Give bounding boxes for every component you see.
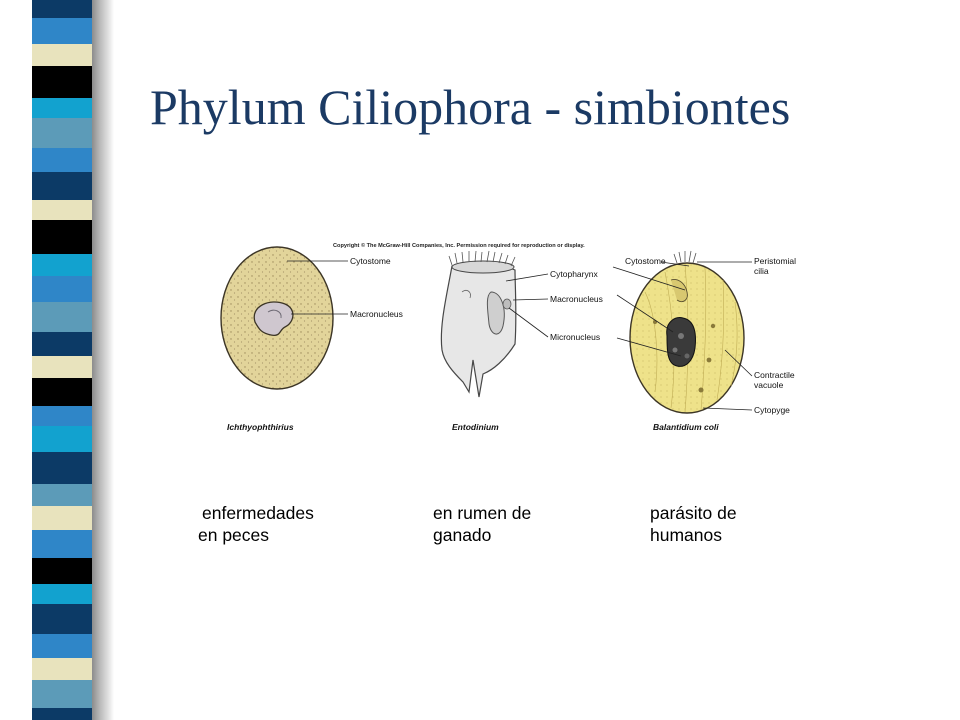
caption-line: humanos [650, 525, 722, 545]
entodinium-label-cytopharynx: Cytopharynx [550, 269, 598, 279]
caption-line: parásito de [650, 503, 737, 523]
stripe-block [32, 426, 92, 452]
balantidium-label-cytopyge: Cytopyge [754, 405, 790, 415]
stripe-block [32, 708, 92, 720]
stripe-block [32, 276, 92, 302]
stripe-block [32, 332, 92, 356]
caption-line: enfermedades [202, 503, 314, 523]
stripe-block [32, 118, 92, 148]
stripe-block [32, 0, 92, 18]
stripe-block [32, 302, 92, 332]
balantidium-label-contractile: Contractile [754, 370, 795, 380]
stripe-block [32, 254, 92, 276]
stripe-block [32, 658, 92, 680]
balantidium-label-peristomial: Peristomial [754, 256, 796, 266]
stripe-block [32, 18, 92, 44]
stripe-block [32, 378, 92, 406]
entodinium-label-macronucleus: Macronucleus [550, 294, 603, 304]
stripe-block [32, 44, 92, 66]
stripe-shadow [92, 0, 114, 720]
slide-title: Phylum Ciliophora - simbiontes [150, 79, 791, 135]
ichthyophthirius-label-macronucleus: Macronucleus [350, 309, 403, 319]
stripe-block [32, 584, 92, 604]
stripe-block [32, 220, 92, 254]
balantidium-label-cytostome: Cytostome [625, 256, 666, 266]
balantidium-drawing [629, 250, 745, 414]
figure-copyright: Copyright © The McGraw-Hill Companies, I… [333, 242, 585, 249]
stripe-block [32, 356, 92, 378]
balantidium-label-vacuole: vacuole [754, 380, 784, 390]
ichthyophthirius-label-cytostome: Cytostome [350, 256, 391, 266]
balantidium-label-cilia: cilia [754, 266, 769, 276]
stripe-block [32, 634, 92, 658]
caption-line: ganado [433, 525, 492, 545]
ichthyophthirius-name: Ichthyophthirius [227, 422, 294, 432]
stripe-block [32, 558, 92, 584]
ichthyophthirius-drawing [220, 246, 334, 390]
stripe-block [32, 484, 92, 506]
decorative-stripe-bar [32, 0, 92, 720]
caption-ichthyophthirius: enfermedades en peces [198, 502, 314, 546]
stripe-block [32, 200, 92, 220]
stripe-block [32, 66, 92, 98]
entodinium-label-micronucleus: Micronucleus [550, 332, 600, 342]
stripe-block [32, 172, 92, 200]
ciliate-figure: Copyright © The McGraw-Hill Companies, I… [220, 242, 796, 432]
stripe-block [32, 148, 92, 172]
stripe-block [32, 452, 92, 484]
entodinium-drawing [440, 250, 517, 398]
caption-entodinium: en rumen de ganado [433, 502, 531, 546]
stripe-block [32, 604, 92, 634]
stripe-block [32, 530, 92, 558]
balantidium-name: Balantidium coli [653, 422, 719, 432]
stripe-block [32, 506, 92, 530]
stripe-block [32, 406, 92, 426]
stripe-block [32, 680, 92, 708]
caption-line: en peces [198, 525, 270, 545]
caption-balantidium: parásito de humanos [650, 502, 737, 546]
stripe-block [32, 98, 92, 118]
caption-line: en rumen de [433, 503, 532, 523]
entodinium-name: Entodinium [452, 422, 499, 432]
